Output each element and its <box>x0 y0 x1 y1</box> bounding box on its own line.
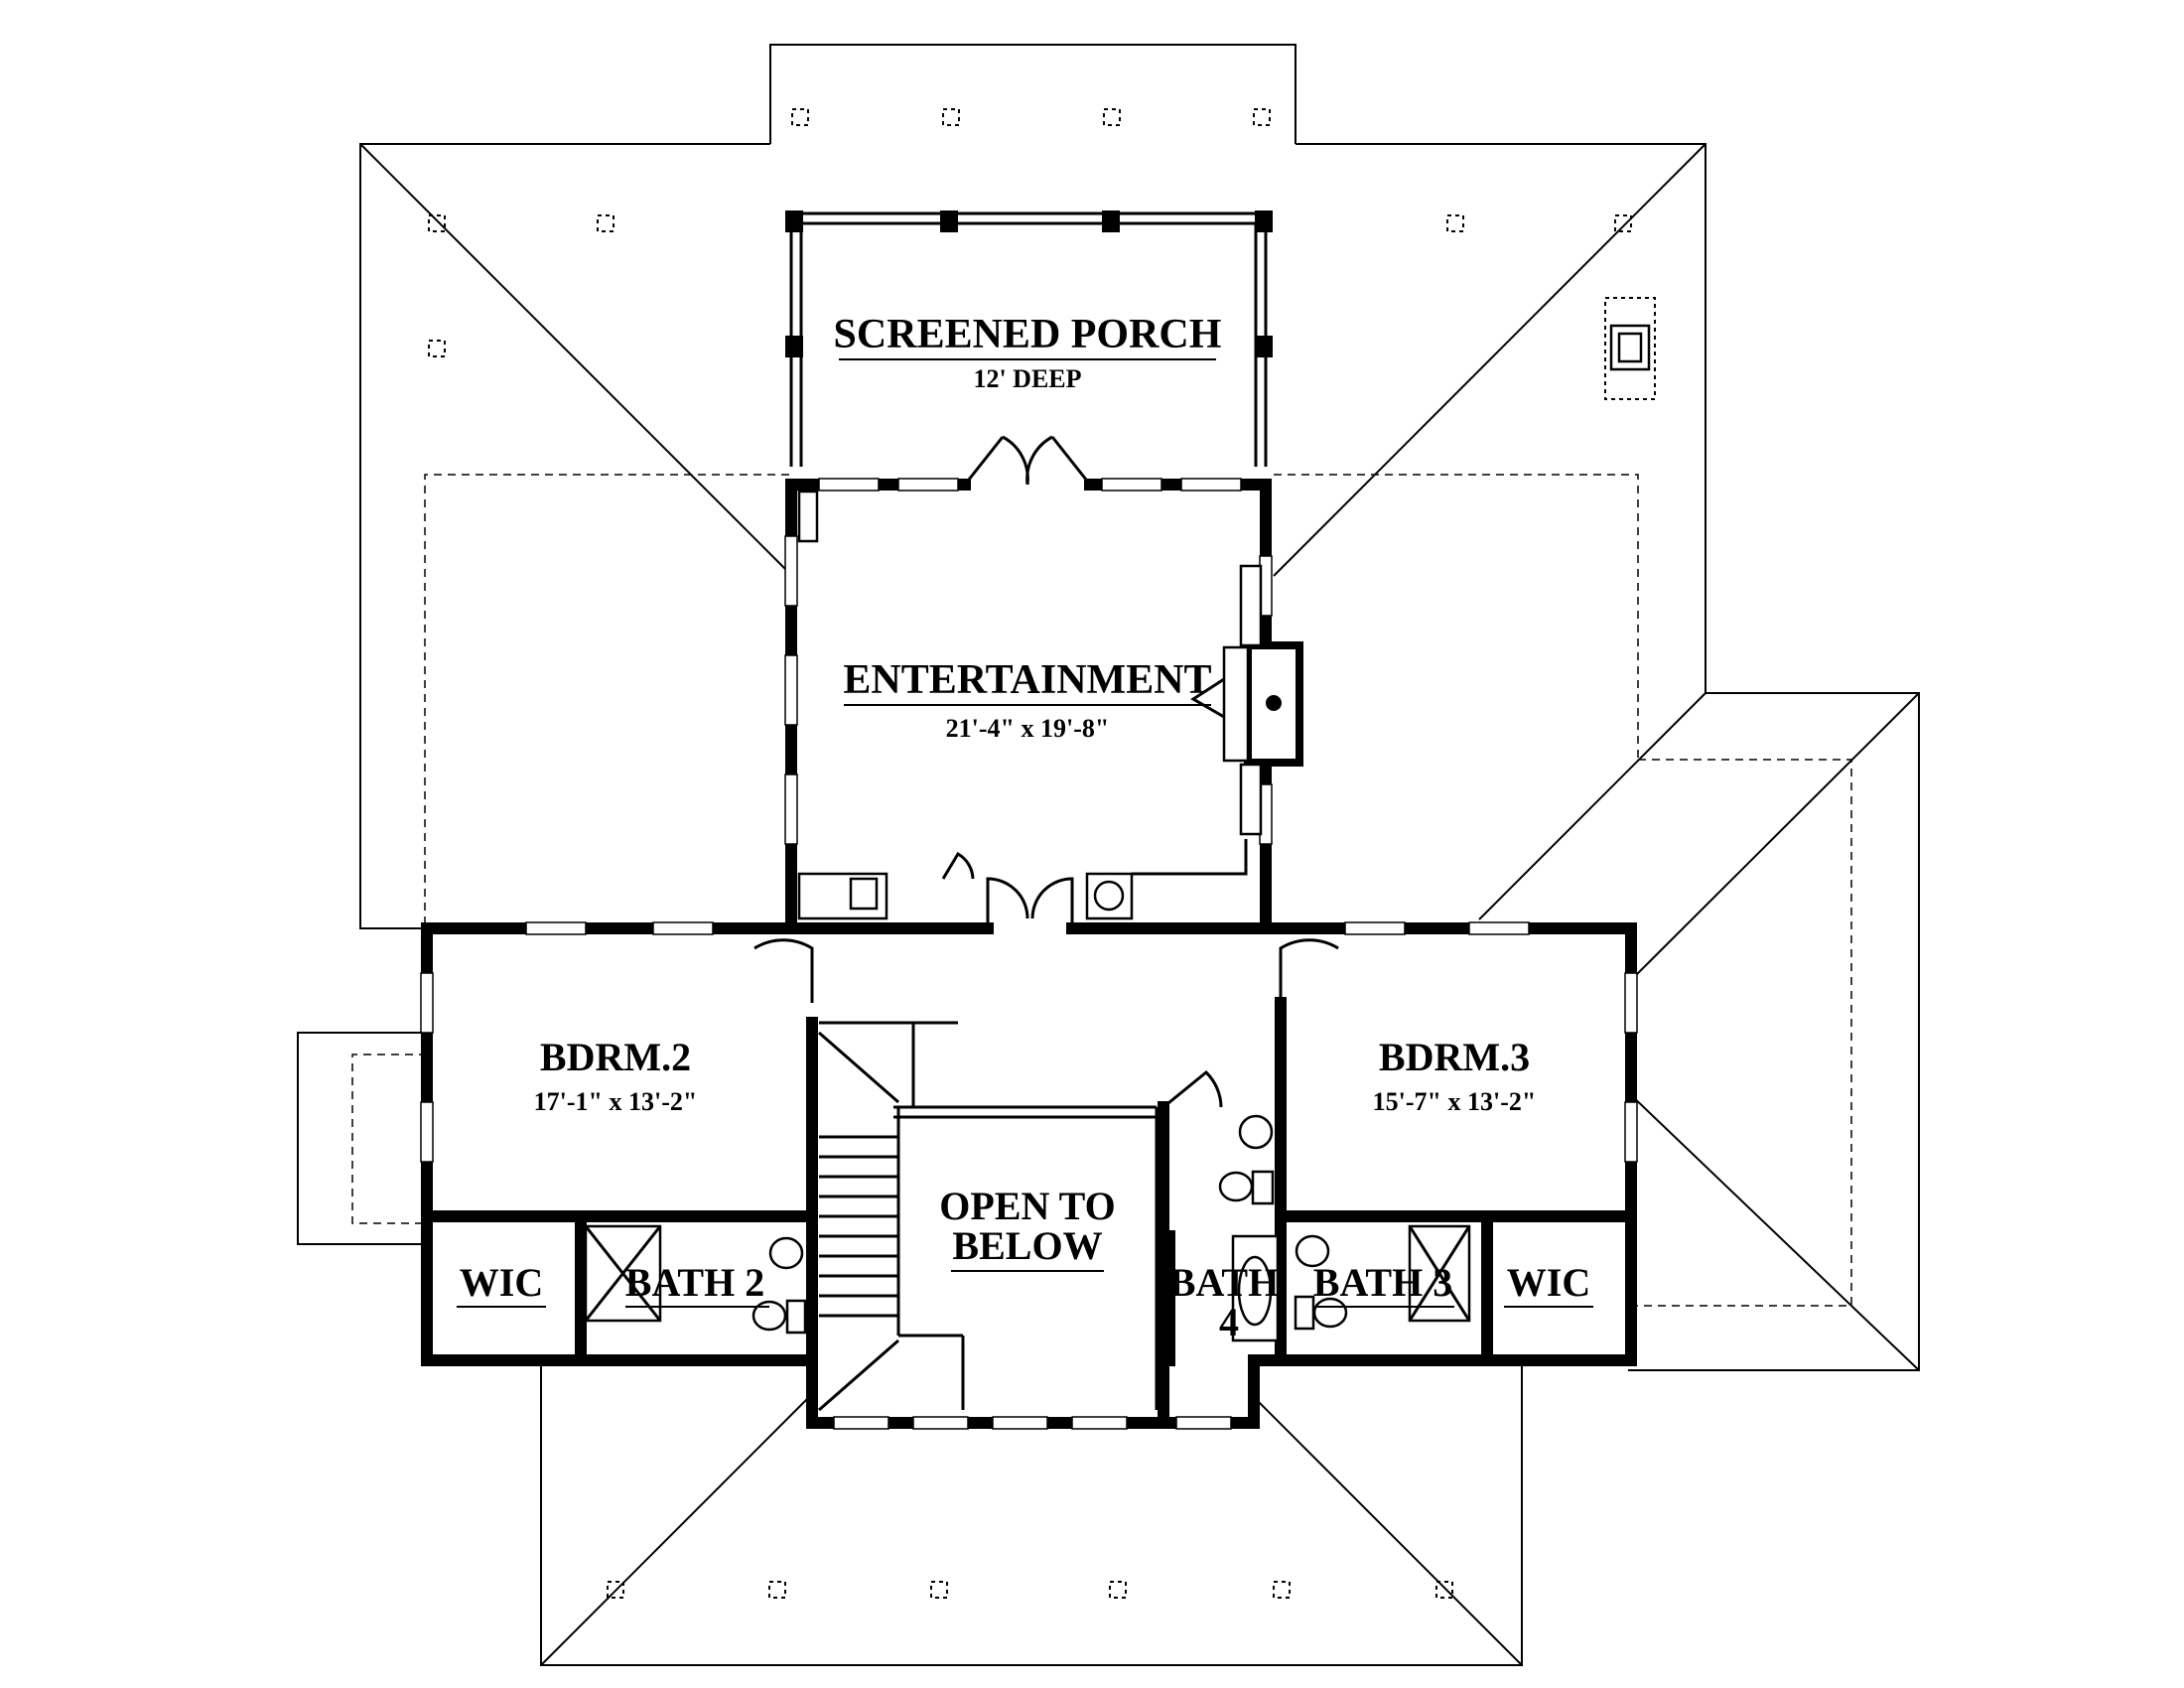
screened-porch-label: SCREENED PORCH <box>834 312 1222 357</box>
bdrm3-dim: 15'-7" x 13'-2" <box>1373 1087 1537 1116</box>
room-wic-left: WIC <box>457 1260 546 1308</box>
roof-outline <box>297 44 1920 1666</box>
screened-porch-dim: 12' DEEP <box>973 364 1081 393</box>
bdrm3-label: BDRM.3 <box>1379 1035 1530 1079</box>
fixtures <box>584 490 1471 1342</box>
roof-posts <box>428 108 1632 1599</box>
wic-left-label: WIC <box>460 1260 543 1305</box>
bdrm2-label: BDRM.2 <box>540 1035 691 1079</box>
room-entertainment: ENTERTAINMENT 21'-4" x 19'-8" <box>843 657 1211 743</box>
room-bdrm2: BDRM.2 17'-1" x 13'-2" <box>534 1035 698 1116</box>
room-wic-right: WIC <box>1504 1260 1593 1308</box>
room-bath4: BATH 4 <box>1169 1260 1279 1344</box>
room-bdrm3: BDRM.3 15'-7" x 13'-2" <box>1373 1035 1537 1116</box>
screened-porch <box>785 211 1273 467</box>
stairs <box>818 1021 1159 1412</box>
room-open-to-below: OPEN TO BELOW <box>939 1184 1116 1272</box>
chimney-cap <box>1604 297 1656 400</box>
bath4-line1: BATH <box>1169 1260 1279 1305</box>
room-screened-porch: SCREENED PORCH 12' DEEP <box>834 312 1222 393</box>
open-to-below-line2: BELOW <box>952 1223 1102 1268</box>
room-bath2: BATH 2 <box>625 1260 769 1308</box>
bath4-line2: 4 <box>1219 1300 1239 1344</box>
bath3-label: BATH 3 <box>1313 1260 1452 1305</box>
bdrm2-dim: 17'-1" x 13'-2" <box>534 1087 698 1116</box>
room-bath3: BATH 3 <box>1313 1260 1454 1308</box>
wic-right-label: WIC <box>1507 1260 1590 1305</box>
entertainment-dim: 21'-4" x 19'-8" <box>946 714 1110 743</box>
bath2-label: BATH 2 <box>625 1260 764 1305</box>
entertainment-label: ENTERTAINMENT <box>843 657 1211 703</box>
windows <box>420 478 1638 1430</box>
open-to-below-line1: OPEN TO <box>939 1184 1115 1228</box>
doors <box>753 435 1339 1109</box>
